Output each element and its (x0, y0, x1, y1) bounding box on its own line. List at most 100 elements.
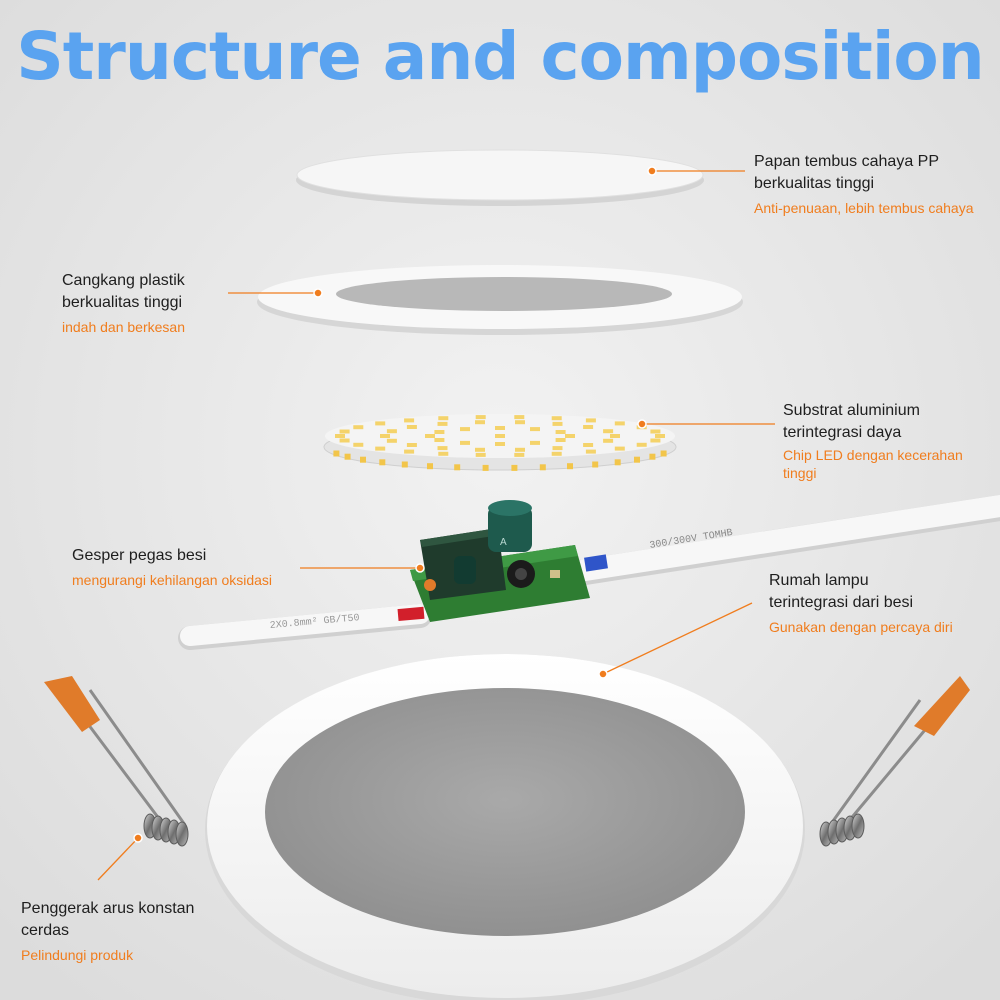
led-chip (425, 434, 435, 438)
led-chip (438, 451, 449, 456)
led-edge-chip (482, 464, 489, 471)
led-chip (475, 415, 486, 420)
leader-driver (97, 837, 139, 881)
led-chip (437, 421, 448, 426)
lamp-housing-part (205, 654, 805, 1000)
led-chip (353, 425, 364, 430)
led-edge-chip (379, 459, 386, 466)
led-edge-chip (344, 453, 351, 460)
led-edge-chip (649, 453, 656, 460)
led-chip (650, 438, 661, 443)
label-pp-panel-title: Papan tembus cahaya PP berkualitas tingg… (754, 153, 940, 192)
driver-module: A (410, 500, 590, 622)
led-chip (404, 418, 415, 423)
led-chip (375, 421, 386, 426)
led-chips (333, 415, 667, 471)
led-chip (404, 449, 415, 454)
capacitor-mark: A (500, 537, 507, 548)
led-chip (386, 438, 397, 443)
leader-lamp-housing (602, 602, 753, 675)
led-chip (434, 430, 445, 434)
led-edge-chip (333, 450, 340, 457)
cable-left: 2X0.8mm² GB/T50 (178, 604, 432, 650)
label-driver-title: Penggerak arus konstan cerdas (21, 900, 195, 939)
label-plastic-shell-title: Cangkang plastik berkualitas tinggi (62, 272, 185, 311)
led-edge-chip (401, 461, 408, 468)
led-chip (585, 418, 596, 423)
led-edge-chip (511, 464, 518, 471)
led-chip (380, 434, 390, 438)
dot-plastic-shell (313, 288, 323, 298)
label-spring-clip-subtitle: mengurangi kehilangan oksidasi (72, 572, 273, 588)
label-plastic-shell-subtitle: indah dan berkesan (62, 319, 185, 335)
led-chip (565, 434, 575, 438)
led-edge-chip (660, 450, 667, 457)
led-edge-chip (454, 464, 461, 471)
led-chip (475, 420, 485, 425)
led-edge-chip (567, 463, 573, 470)
label-lamp-housing-subtitle: Gunakan dengan percaya diri (769, 619, 953, 635)
dot-driver (133, 833, 143, 843)
spring-clip-right (819, 676, 970, 847)
led-edge-chip (634, 456, 640, 463)
led-chip (636, 442, 647, 447)
led-edge-chip (360, 456, 366, 463)
led-edge-chip (427, 463, 433, 470)
led-chip (339, 438, 350, 443)
pp-panel-part (296, 149, 704, 206)
led-chip (406, 425, 417, 429)
led-chip (386, 429, 397, 434)
led-chip (551, 451, 562, 456)
led-edge-chip (614, 459, 621, 466)
label-spring-clip: Gesper pegas besi mengurangi kehilangan … (72, 545, 272, 591)
led-chip (514, 452, 525, 457)
label-pp-panel: Papan tembus cahaya PP berkualitas tingg… (754, 151, 973, 219)
led-chip (335, 434, 345, 438)
led-chip (475, 447, 485, 452)
led-chip (437, 446, 448, 451)
label-pp-panel-subtitle: Anti-penuaan, lebih tembus cahaya (754, 200, 974, 216)
led-chip (614, 446, 625, 451)
led-chip (530, 440, 540, 445)
led-chip (583, 425, 594, 429)
led-chip (495, 426, 505, 430)
led-chip (515, 420, 525, 425)
label-aluminium-substrate-subtitle: Chip LED dengan kecerahan tinggi (783, 447, 963, 481)
led-chip (406, 443, 417, 447)
led-chip (434, 438, 445, 442)
page-title: Structure and composition (16, 18, 985, 95)
label-driver: Penggerak arus konstan cerdas Pelindungi… (21, 898, 194, 966)
led-chip (552, 421, 563, 426)
led-chip (475, 452, 486, 457)
led-chip (650, 429, 661, 434)
led-board-part (323, 414, 677, 471)
led-chip (603, 429, 614, 434)
label-driver-subtitle: Pelindungi produk (21, 947, 134, 963)
led-chip (438, 416, 449, 421)
led-edge-chip (539, 464, 546, 471)
dot-pp-panel (647, 166, 657, 176)
led-edge-chip (592, 461, 599, 468)
label-lamp-housing: Rumah lampu terintegrasi dari besi Gunak… (769, 570, 953, 638)
led-chip (515, 447, 525, 452)
led-chip (460, 427, 470, 432)
led-chip (460, 440, 470, 445)
leader-lines (97, 170, 775, 881)
led-chip (555, 430, 566, 434)
led-chip (353, 442, 364, 447)
label-lamp-housing-title: Rumah lampu terintegrasi dari besi (769, 572, 914, 611)
label-plastic-shell: Cangkang plastik berkualitas tinggi inda… (62, 270, 185, 338)
leader-dots (133, 166, 657, 843)
label-spring-clip-title: Gesper pegas besi (72, 547, 207, 564)
led-chip (339, 429, 350, 434)
plastic-shell-part (257, 265, 743, 335)
dot-spring-clip (415, 563, 425, 573)
spring-clip-left (44, 676, 189, 847)
led-chip (495, 434, 505, 438)
led-chip (555, 438, 566, 442)
led-chip (552, 446, 563, 451)
led-chip (603, 438, 614, 443)
led-chip (655, 434, 665, 438)
